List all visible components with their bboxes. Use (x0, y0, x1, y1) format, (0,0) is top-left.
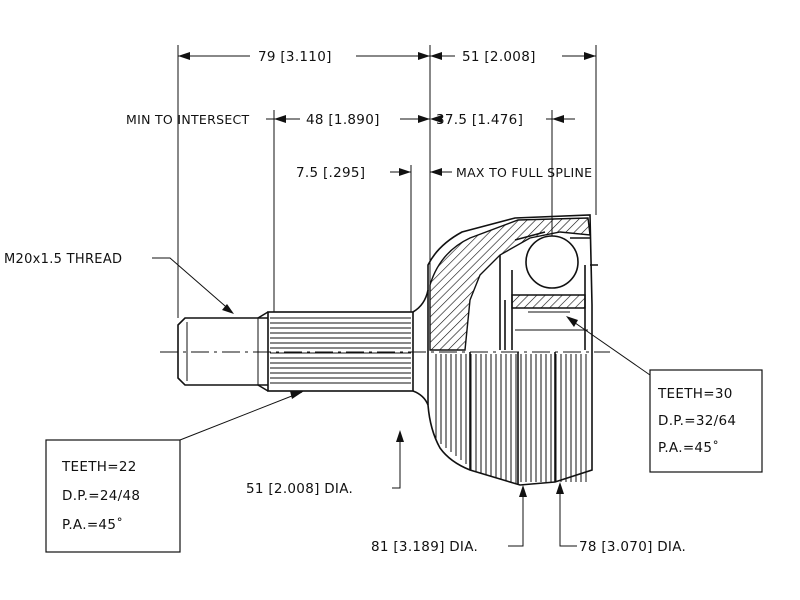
label-thread: M20x1.5 THREAD (4, 252, 122, 267)
label-max-to-full-spline: MAX TO FULL SPLINE (456, 165, 592, 180)
outer-dp: D.P.=24/48 (62, 488, 140, 504)
label-min-to-intersect: MIN TO INTERSECT (126, 112, 250, 127)
dim-dia-81: 81 [3.189] DIA. (371, 539, 478, 555)
dim-79: 79 [3.110] (258, 49, 332, 65)
dim-48: 48 [1.890] (306, 112, 380, 128)
dim-7-5: 7.5 [.295] (296, 165, 365, 181)
dim-51: 51 [2.008] (462, 49, 536, 65)
inner-teeth: TEETH=30 (657, 386, 733, 402)
inner-pa: P.A.=45˚ (658, 439, 719, 456)
outer-spline-spec-box: TEETH=22 D.P.=24/48 P.A.=45˚ (45, 439, 181, 553)
inner-race (511, 294, 586, 309)
ball (525, 235, 579, 289)
inner-spline-spec-box: TEETH=30 D.P.=32/64 P.A.=45˚ (649, 369, 763, 473)
outer-teeth: TEETH=22 (61, 459, 137, 475)
dim-dia-78: 78 [3.070] DIA. (579, 539, 686, 555)
dimension-lines (152, 45, 651, 547)
dim-37-5: 37.5 [1.476] (436, 112, 523, 128)
dim-dia-51: 51 [2.008] DIA. (246, 481, 353, 497)
spline-lines (270, 317, 411, 384)
inner-dp: D.P.=32/64 (658, 413, 736, 429)
bell-section-hatch (429, 217, 591, 351)
outer-pa: P.A.=45˚ (62, 516, 123, 533)
cv-joint-part (160, 214, 610, 486)
bell-lower-lines (435, 354, 587, 484)
